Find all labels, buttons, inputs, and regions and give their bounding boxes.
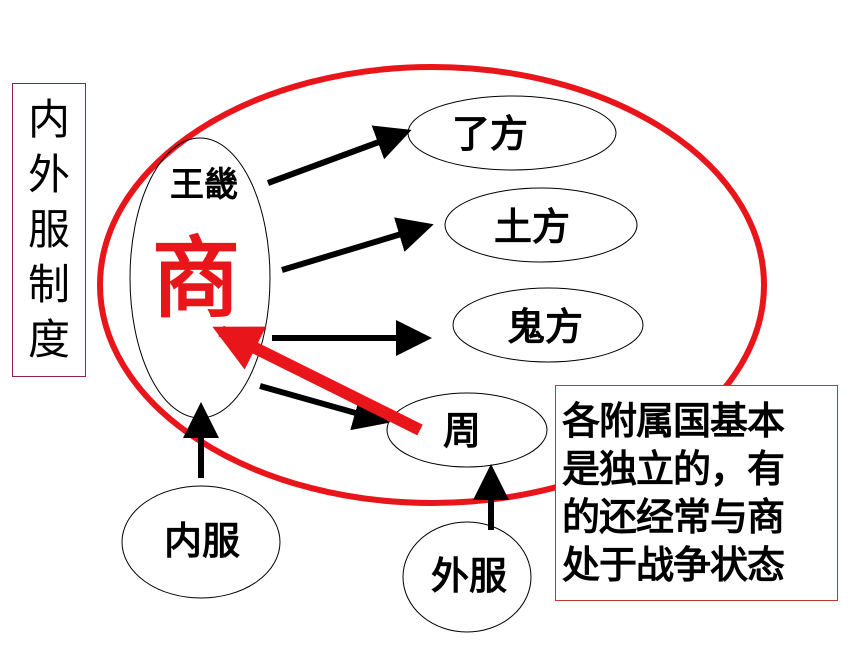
- arrow-to-zhou: [259, 383, 390, 431]
- shang-big-label: 商: [152, 227, 240, 330]
- side-title-char: 服: [27, 204, 70, 254]
- guifang-ellipse: [452, 287, 644, 363]
- tufang-ellipse: [444, 187, 638, 263]
- note-line: 各附属国基本: [562, 399, 785, 443]
- side-title-char: 制: [27, 260, 70, 310]
- side-title-char: 度: [27, 315, 70, 365]
- note-box: 各附属国基本 是独立的，有 的还经常与商 处于战争状态: [555, 385, 838, 601]
- side-title-box: 内 外 服 制 度: [12, 83, 86, 377]
- side-title-char: 内: [27, 94, 70, 144]
- zhou-label: 周: [443, 409, 481, 453]
- guifang-label: 鬼方: [507, 305, 583, 349]
- note-line: 是独立的，有: [562, 447, 785, 491]
- neifu-label: 内服: [164, 519, 240, 563]
- note-line: 的还经常与商: [562, 495, 785, 539]
- arrow-zhou-to-shang: [212, 325, 423, 436]
- liaofang-label: 了方: [452, 112, 528, 156]
- shang-sphere-ellipse: [97, 64, 767, 506]
- tufang-label: 土方: [494, 205, 570, 249]
- arrow-to-liaofang: [266, 125, 412, 186]
- arrow-to-tufang: [281, 217, 434, 273]
- wangji-label: 王畿: [170, 165, 238, 205]
- side-title-char: 外: [27, 149, 70, 199]
- neifu-ellipse: [121, 485, 281, 599]
- note-line: 处于战争状态: [562, 543, 785, 587]
- waifu-label: 外服: [431, 554, 507, 598]
- waifu-ellipse: [402, 521, 532, 633]
